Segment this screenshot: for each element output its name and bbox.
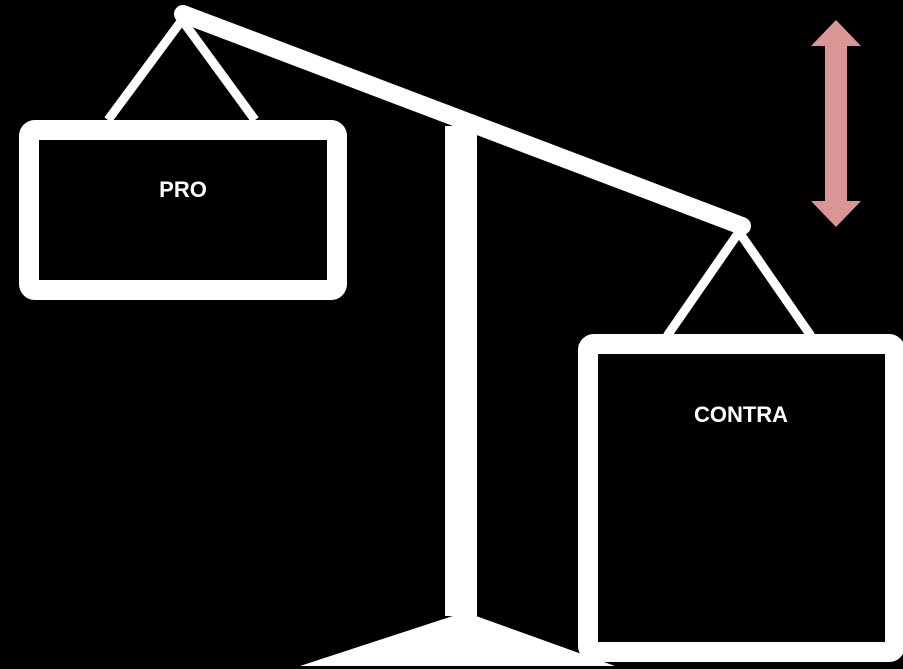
right-pan: CONTRA <box>578 334 903 662</box>
right-pan-hanger <box>663 227 815 339</box>
right-pan-box <box>578 334 903 662</box>
left-pan-hanger <box>104 15 259 123</box>
left-pan: PRO <box>19 120 347 300</box>
double-vertical-arrow-icon <box>811 20 861 227</box>
left-pan-label: PRO <box>159 177 207 202</box>
scale-beam <box>174 5 751 235</box>
scale-base <box>300 612 615 666</box>
scale-post <box>445 126 477 616</box>
left-pan-box <box>19 120 347 300</box>
right-pan-label: CONTRA <box>694 402 788 427</box>
